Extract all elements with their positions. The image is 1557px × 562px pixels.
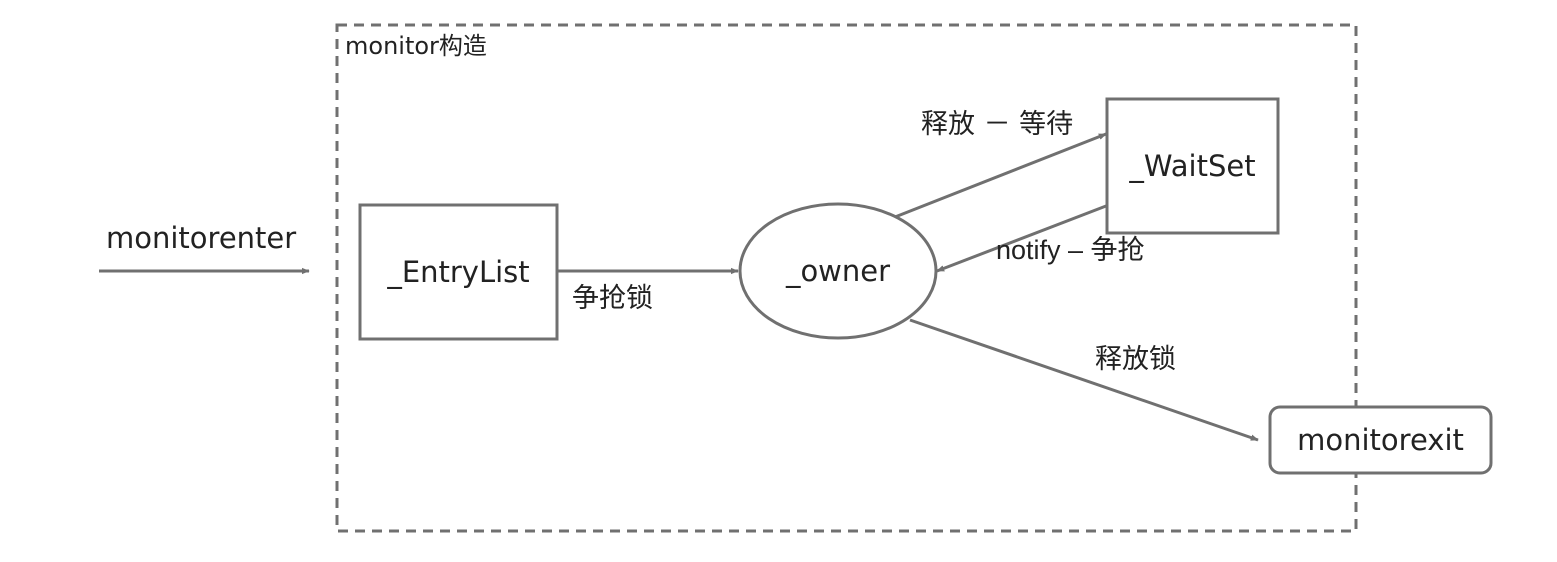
frame-title: monitor构造 xyxy=(345,32,487,60)
acquire-edge-label: 争抢锁 xyxy=(572,283,653,314)
monitor-frame xyxy=(335,23,1358,533)
release-lock-arrow xyxy=(909,318,1259,442)
wait-set-box xyxy=(1105,97,1280,235)
owner-ellipse xyxy=(738,202,938,340)
release-lock-edge-label: 释放锁 xyxy=(1095,344,1176,375)
monitor-exit-label: monitorexit xyxy=(1297,422,1464,457)
entry-list-box xyxy=(358,203,559,341)
monitor-exit-box xyxy=(1268,405,1493,475)
monitorenter-label: monitorenter xyxy=(106,221,297,255)
wait-set-label: _WaitSet xyxy=(1129,148,1256,183)
release-wait-edge-label: 释放 － 等待 xyxy=(921,109,1074,140)
notify-arrow xyxy=(936,204,1107,273)
release-wait-arrow xyxy=(894,132,1107,219)
entry-list-label: _EntryList xyxy=(387,254,530,289)
notify-edge-label: notify – 争抢 xyxy=(996,235,1145,265)
owner-label: _owner xyxy=(785,253,891,288)
